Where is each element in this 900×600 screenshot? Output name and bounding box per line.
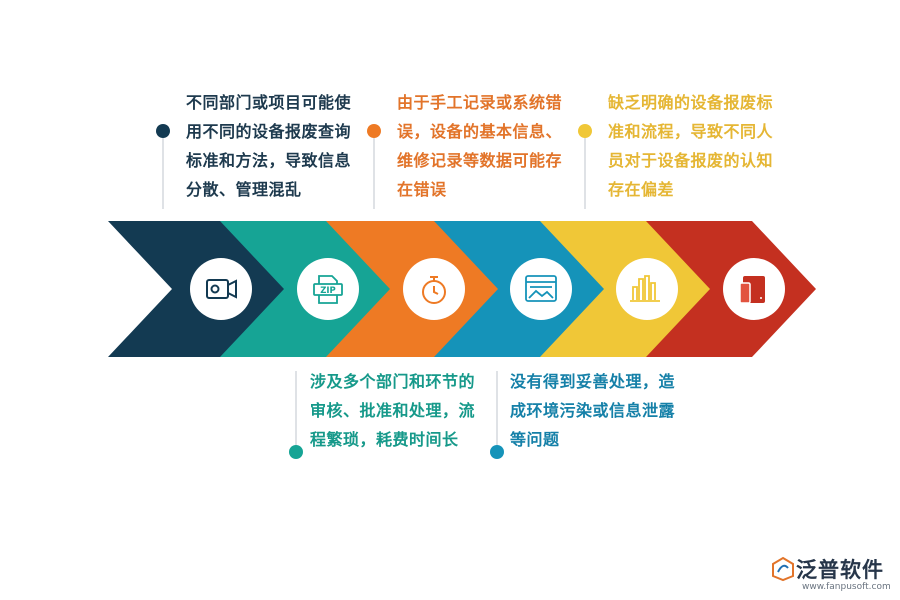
brand-logo: 泛普软件 www.fanpusoft.com xyxy=(770,552,895,596)
brand-url: www.fanpusoft.com xyxy=(802,582,891,592)
fanpu-logo-icon xyxy=(772,556,794,582)
zip-file-icon: ZIP xyxy=(313,275,343,304)
bottom-connector-1 xyxy=(289,371,303,459)
web-image-icon xyxy=(525,275,557,302)
step-5 xyxy=(616,258,678,320)
bottom-note-1: 涉及多个部门和环节的 审核、批准和处理，流 程繁琐，耗费时间长 xyxy=(310,372,476,449)
step-4 xyxy=(510,258,572,320)
bar-chart-icon xyxy=(630,275,660,302)
top-connector-1 xyxy=(156,124,170,209)
top-note-1: 不同部门或项目可能使 用不同的设备报废查询 标准和方法，导致信息 分散、管理混乱 xyxy=(186,93,352,199)
svg-text:ZIP: ZIP xyxy=(320,286,336,296)
top-connector-2 xyxy=(367,124,381,209)
stopwatch-icon xyxy=(422,276,446,304)
step-6 xyxy=(723,258,785,320)
top-note-3: 缺乏明确的设备报废标 准和流程，导致不同人 员对于设备报废的认知 存在偏差 xyxy=(608,93,774,199)
step-2: ZIP xyxy=(297,258,359,320)
step-1 xyxy=(190,258,252,320)
top-connector-3 xyxy=(578,124,592,209)
top-note-2: 由于手工记录或系统错 误，设备的基本信息、 维修记录等数据可能存 在错误 xyxy=(397,93,563,199)
step-3 xyxy=(403,258,465,320)
brand-name: 泛普软件 xyxy=(796,558,884,582)
video-camera-icon xyxy=(206,279,237,299)
bottom-note-2: 没有得到妥善处理，造 成环境污染或信息泄露 等问题 xyxy=(510,372,676,449)
mobile-device-icon xyxy=(739,276,765,304)
bottom-connector-2 xyxy=(490,371,504,459)
